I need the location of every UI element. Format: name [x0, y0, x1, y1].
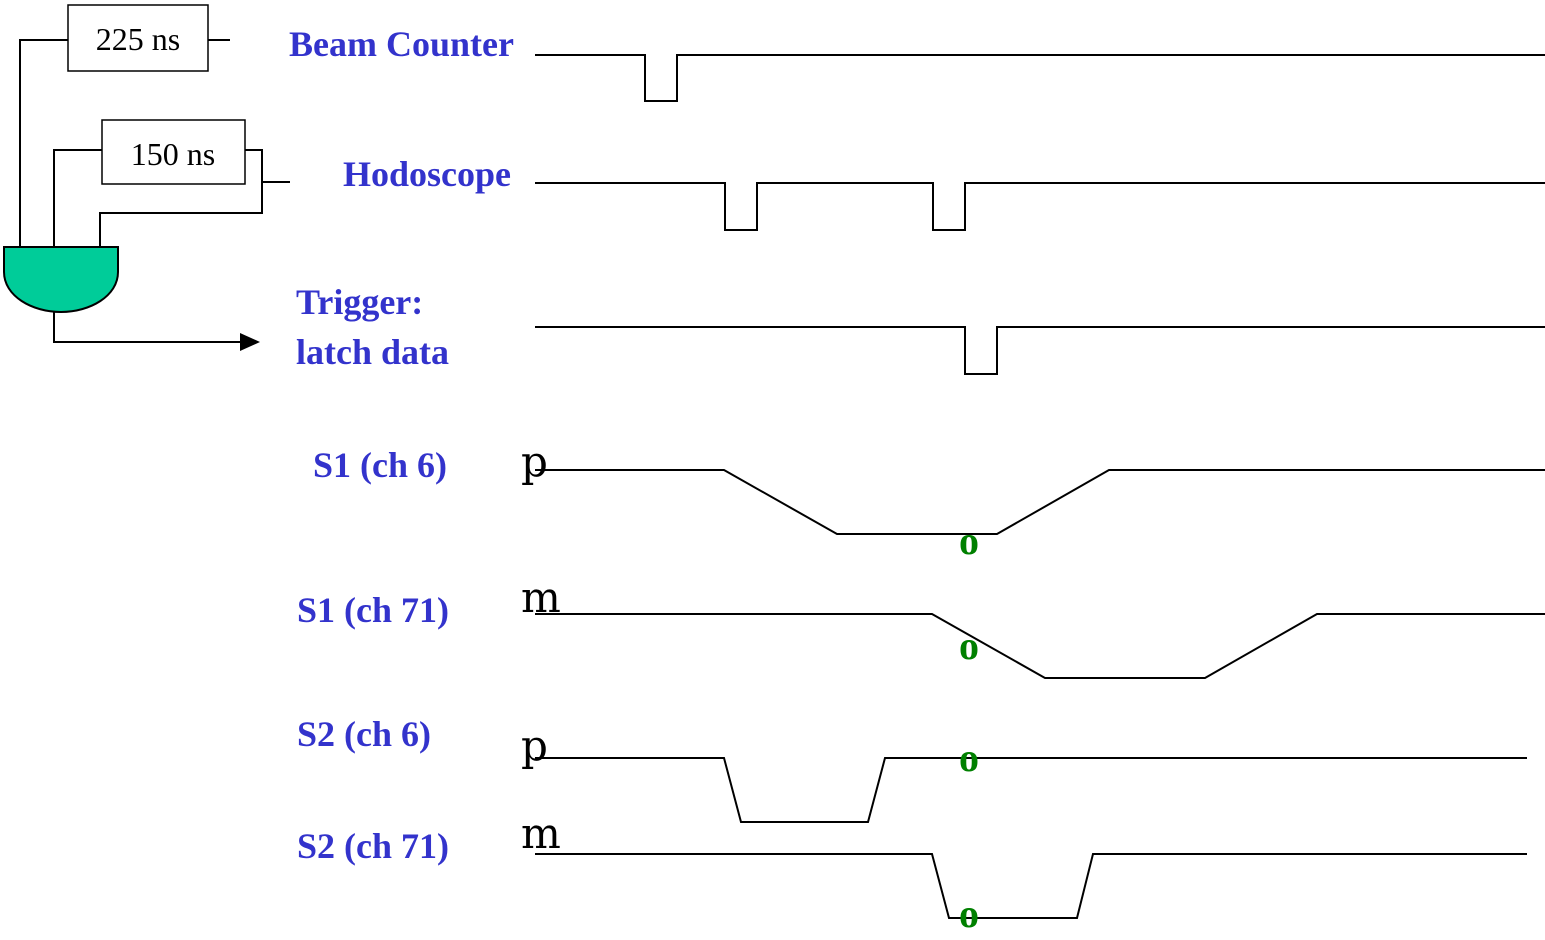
beam-delay-wiring	[19, 39, 230, 248]
s2-ch6-label: S2 (ch 6)	[297, 714, 431, 754]
sample-marker: o	[959, 735, 979, 780]
trigger-waveform	[535, 326, 1545, 375]
hodoscope-delay-wiring	[53, 149, 290, 248]
hodoscope-waveform	[535, 182, 1545, 231]
s2-ch71-label: S2 (ch 71)	[297, 826, 449, 866]
arrow-right-icon	[240, 333, 260, 351]
trigger-wire	[53, 312, 240, 343]
minus-symbol: m	[521, 809, 561, 858]
sample-marker: o	[959, 518, 979, 563]
s1-ch6-label: S1 (ch 6)	[313, 445, 447, 485]
trigger-label-line1: Trigger:	[296, 282, 423, 322]
s1-ch6-waveform	[535, 469, 1545, 535]
beam-counter-waveform	[535, 54, 1545, 102]
beam-counter-label: Beam Counter	[289, 24, 514, 64]
and-gate-icon	[3, 246, 119, 314]
s2-ch6-waveform	[535, 757, 1527, 823]
hodoscope-delay-label: 150 ns	[131, 136, 215, 172]
beam-delay-box: 225 ns	[67, 4, 209, 72]
sample-marker: o	[959, 891, 979, 936]
sample-marker: o	[959, 623, 979, 668]
s1-ch71-waveform	[535, 613, 1545, 679]
plus-symbol: p	[521, 721, 548, 770]
hodoscope-label: Hodoscope	[343, 154, 511, 194]
hodoscope-delay-box: 150 ns	[101, 119, 246, 185]
beam-delay-label: 225 ns	[96, 21, 180, 57]
s1-ch71-label: S1 (ch 71)	[297, 590, 449, 630]
s2-ch71-waveform	[535, 853, 1527, 919]
plus-symbol: p	[521, 437, 548, 486]
trigger-label-line2: latch data	[296, 332, 449, 372]
